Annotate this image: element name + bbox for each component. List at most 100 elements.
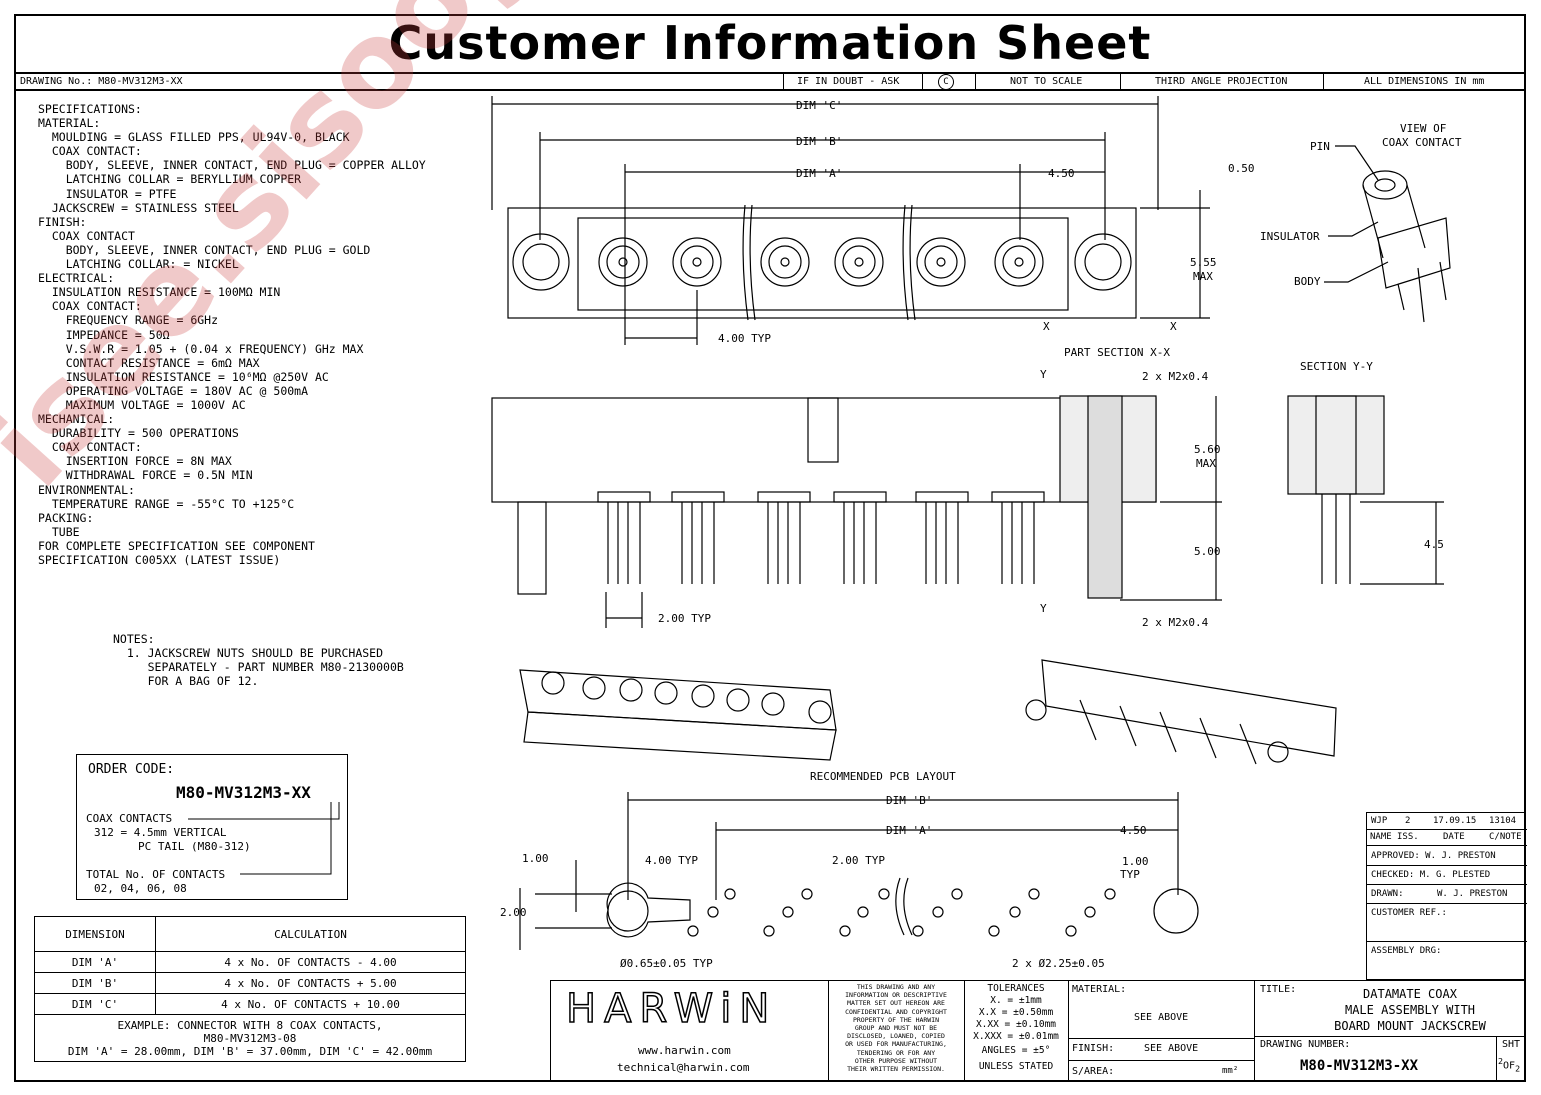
spec-line: MECHANICAL: <box>38 412 115 427</box>
label-part-section: PART SECTION X-X <box>1064 346 1170 359</box>
confidential-line: DISCLOSED, LOANED, COPIED <box>847 1032 945 1041</box>
dim-row-calc: 4 x No. OF CONTACTS - 4.00 <box>155 951 466 973</box>
tb-divider <box>1068 1038 1254 1039</box>
rev-cnote: 13104 <box>1489 816 1517 826</box>
spec-line: PACKING: <box>38 510 94 525</box>
spec-line: INSULATION RESISTANCE = 10⁶MΩ @250V AC <box>38 369 329 384</box>
contact-row-frame <box>577 217 1069 311</box>
rev-row: WJP 2 17.09.15 13104 <box>1367 813 1527 830</box>
angles: ANGLES = ±5° <box>981 1045 1051 1056</box>
confidential-line: PROPERTY OF THE HARWIN <box>852 1015 940 1024</box>
label-050: 0.50 <box>1228 162 1255 175</box>
spec-line: ENVIRONMENTAL: <box>38 482 135 497</box>
specifications-list: SPECIFICATIONS:MATERIAL: MOULDING = GLAS… <box>38 102 426 567</box>
tol-xxxx: X.XXX = ±0.01mm <box>973 1031 1059 1042</box>
tb-divider <box>1068 1060 1254 1061</box>
label-max: MAX <box>1193 270 1213 283</box>
drawing-labels: DIM 'C' DIM 'B' DIM 'A' 4.50 0.50 5.55 M… <box>500 99 1462 970</box>
tb-divider <box>964 980 965 1082</box>
rev-date: 17.09.15 <box>1433 816 1477 826</box>
checked: CHECKED: M. G. PLESTED <box>1371 870 1491 880</box>
doubt-text: IF IN DOUBT - ASK <box>797 76 900 87</box>
spec-line: TEMPERATURE RANGE = -55°C TO +125°C <box>38 496 295 511</box>
spec-line: JACKSCREW = STAINLESS STEEL <box>38 200 239 215</box>
label-45: 4.5 <box>1424 538 1444 551</box>
dim-example: EXAMPLE: CONNECTOR WITH 8 COAX CONTACTS,… <box>34 1014 466 1062</box>
sheet-label: SHT <box>1502 1039 1521 1050</box>
label-pin: PIN <box>1310 140 1330 153</box>
material-label: MATERIAL: <box>1072 984 1127 995</box>
drawn: W. J. PRESTON <box>1437 889 1508 899</box>
rev-divider <box>1367 865 1527 866</box>
label-dim-a: DIM 'A' <box>796 167 842 180</box>
harwin-logo: HARWiN <box>565 985 778 1033</box>
example-line-1: EXAMPLE: CONNECTOR WITH 8 COAX CONTACTS, <box>117 1018 383 1032</box>
note-line: NOTES: <box>113 632 155 646</box>
coax-option-2: PC TAIL (M80-312) <box>138 840 251 853</box>
notes-list: NOTES: 1. JACKSCREW NUTS SHOULD BE PURCH… <box>113 632 404 688</box>
drawing-number-label: DRAWING NUMBER: <box>1260 1039 1351 1050</box>
rev-header-cnote: C/NOTE <box>1489 832 1522 842</box>
connector-iso-view-front <box>519 669 837 761</box>
label-body: BODY <box>1294 275 1321 288</box>
title-label: TITLE: <box>1260 984 1297 995</box>
spec-line: COAX CONTACT <box>38 228 135 243</box>
material: SEE ABOVE <box>1134 1012 1189 1023</box>
sheet-of: OF <box>1503 1060 1516 1072</box>
jackscrew-section <box>1087 395 1123 599</box>
title-line-3: BOARD MOUNT JACKSCREW <box>1334 1019 1486 1033</box>
label-400typ: 4.00 TYP <box>718 332 771 345</box>
confidential-line: GROUP AND MUST NOT BE <box>854 1024 938 1033</box>
label-coax-contact: COAX CONTACT <box>1382 136 1462 149</box>
spec-line: DURABILITY = 500 OPERATIONS <box>38 426 239 441</box>
rev-header-date: DATE <box>1443 832 1465 842</box>
rev-divider <box>1367 903 1527 904</box>
label-insulator: INSULATOR <box>1260 230 1320 243</box>
title-line-1: DATAMATE COAX <box>1363 987 1457 1001</box>
label-pcb-450: 4.50 <box>1120 824 1147 837</box>
spec-line: COAX CONTACT: <box>38 440 142 455</box>
spec-line: V.S.W.R = 1.05 + (0.04 x FREQUENCY) GHz … <box>38 341 364 356</box>
finish: SEE ABOVE <box>1144 1043 1199 1054</box>
label-max-2: MAX <box>1196 457 1216 470</box>
label-pcb-typ: TYP <box>1120 868 1140 881</box>
coax-contacts <box>512 233 1132 291</box>
jackscrew-post-left <box>517 501 547 595</box>
sheet-total: 2 <box>1515 1063 1521 1074</box>
approved: APPROVED: W. J. PRESTON <box>1371 851 1496 861</box>
spec-line: FOR COMPLETE SPECIFICATION SEE COMPONENT <box>38 538 315 553</box>
rev-header-name: NAME <box>1370 832 1392 842</box>
header-divider <box>1120 72 1121 91</box>
sheet-number: 2OF2 <box>1498 1056 1520 1073</box>
tolerances-block: TOLERANCES X. = ±1mm X.X = ±0.50mm X.XX … <box>966 983 1066 1073</box>
spec-line: FREQUENCY RANGE = 6GHz <box>38 313 219 328</box>
harwin-web: www.harwin.com <box>638 1044 731 1057</box>
tb-divider <box>1068 980 1069 1082</box>
spec-line: MOULDING = GLASS FILLED PPS, UL94V-0, BL… <box>38 130 350 145</box>
label-hole-big: 2 x Ø2.25±0.05 <box>1012 957 1105 970</box>
example-line-2: M80-MV312M3-08 <box>203 1031 297 1045</box>
header-divider <box>922 72 923 91</box>
sheet-current: 2 <box>1498 1056 1504 1066</box>
tb-divider <box>1254 1036 1526 1037</box>
note-line: FOR A BAG OF 12. <box>113 674 259 689</box>
spec-line: TUBE <box>38 524 80 539</box>
label-y-bottom: Y <box>1040 602 1047 615</box>
order-code: M80-MV312M3-XX <box>176 783 311 802</box>
label-pcb-layout: RECOMMENDED PCB LAYOUT <box>810 770 956 783</box>
rev-divider <box>1367 941 1527 942</box>
label-pcb-200typ: 2.00 TYP <box>832 854 885 867</box>
area-unit: mm² <box>1222 1066 1239 1076</box>
tol-xx: X.X = ±0.50mm <box>978 1007 1054 1018</box>
header-strip <box>14 72 1526 91</box>
spec-line: LATCHING COLLAR = BERYLLIUM COPPER <box>38 172 302 187</box>
scale-text: NOT TO SCALE <box>1010 76 1083 87</box>
spec-line: BODY, SLEEVE, INNER CONTACT, END PLUG = … <box>38 158 426 173</box>
example-line-3: DIM 'A' = 28.00mm, DIM 'B' = 37.00mm, DI… <box>67 1044 433 1058</box>
confidential-line: THEIR WRITTEN PERMISSION. <box>847 1065 945 1074</box>
tolerances-label: TOLERANCES <box>987 983 1045 994</box>
label-pcb-dim-b: DIM 'B' <box>886 794 932 807</box>
total-contacts-options: 02, 04, 06, 08 <box>94 882 187 895</box>
